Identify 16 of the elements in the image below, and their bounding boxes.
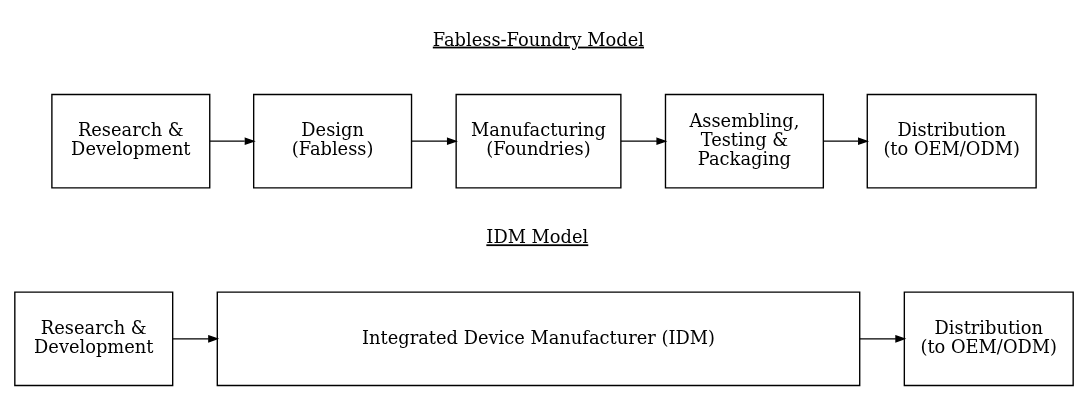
arrow	[209, 137, 256, 145]
arrow	[620, 137, 668, 145]
arrow	[172, 335, 220, 343]
node-box: Design (Fabless)	[253, 93, 413, 189]
arrow	[822, 137, 870, 145]
node-box: Distribution (to OEM/ODM)	[866, 93, 1037, 189]
node-box: Research & Development	[14, 291, 174, 387]
node-box: Research & Development	[51, 93, 211, 189]
node-box: Assembling, Testing & Packaging	[664, 93, 825, 189]
node-box: Distribution (to OEM/ODM)	[903, 291, 1074, 387]
label: Fabless-Foundry Model	[432, 28, 645, 50]
node-box: Integrated Device Manufacturer (IDM)	[216, 291, 861, 387]
label: IDM Model	[486, 226, 589, 248]
arrow	[859, 335, 907, 343]
node-box: Manufacturing (Foundries)	[455, 93, 622, 189]
arrow	[411, 137, 458, 145]
